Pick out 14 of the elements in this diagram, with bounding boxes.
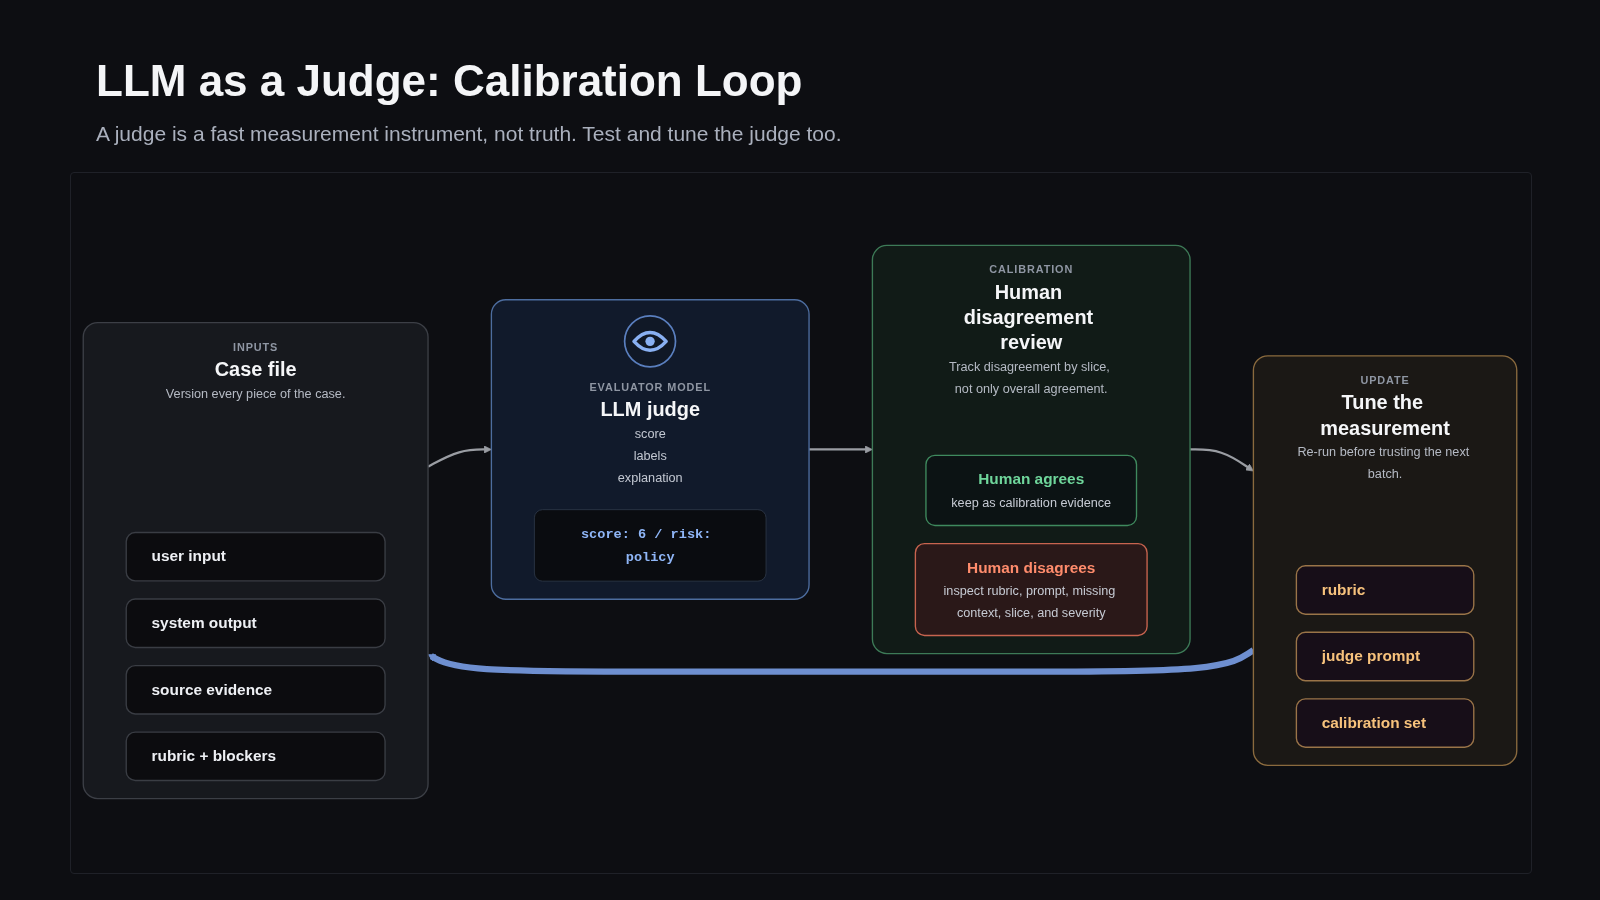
- arrow: [1190, 448, 1254, 472]
- arrow: [809, 445, 873, 454]
- node-box: calibration set: [1295, 698, 1475, 748]
- node-box: judge prompt: [1295, 631, 1475, 682]
- node-box: score: 6 / risk: policy: [533, 509, 767, 582]
- node-box: Human agrees keep as calibration evidence: [925, 454, 1138, 527]
- node-box: system output: [125, 598, 386, 649]
- node-box: Human disagrees inspect rubric, prompt, missing context, slice, and severity: [914, 542, 1148, 637]
- node-box: rubric: [1295, 565, 1475, 615]
- diagram-title: LLM as a Judge: Calibration Loop: [96, 56, 803, 107]
- node-box: source evidence: [125, 664, 386, 715]
- subtitle: A judge is a fast measurement instrument, not truth. Test and tune the judge too.: [96, 121, 842, 147]
- node-box: user input: [125, 531, 386, 582]
- node-box: rubric + blockers: [125, 731, 386, 782]
